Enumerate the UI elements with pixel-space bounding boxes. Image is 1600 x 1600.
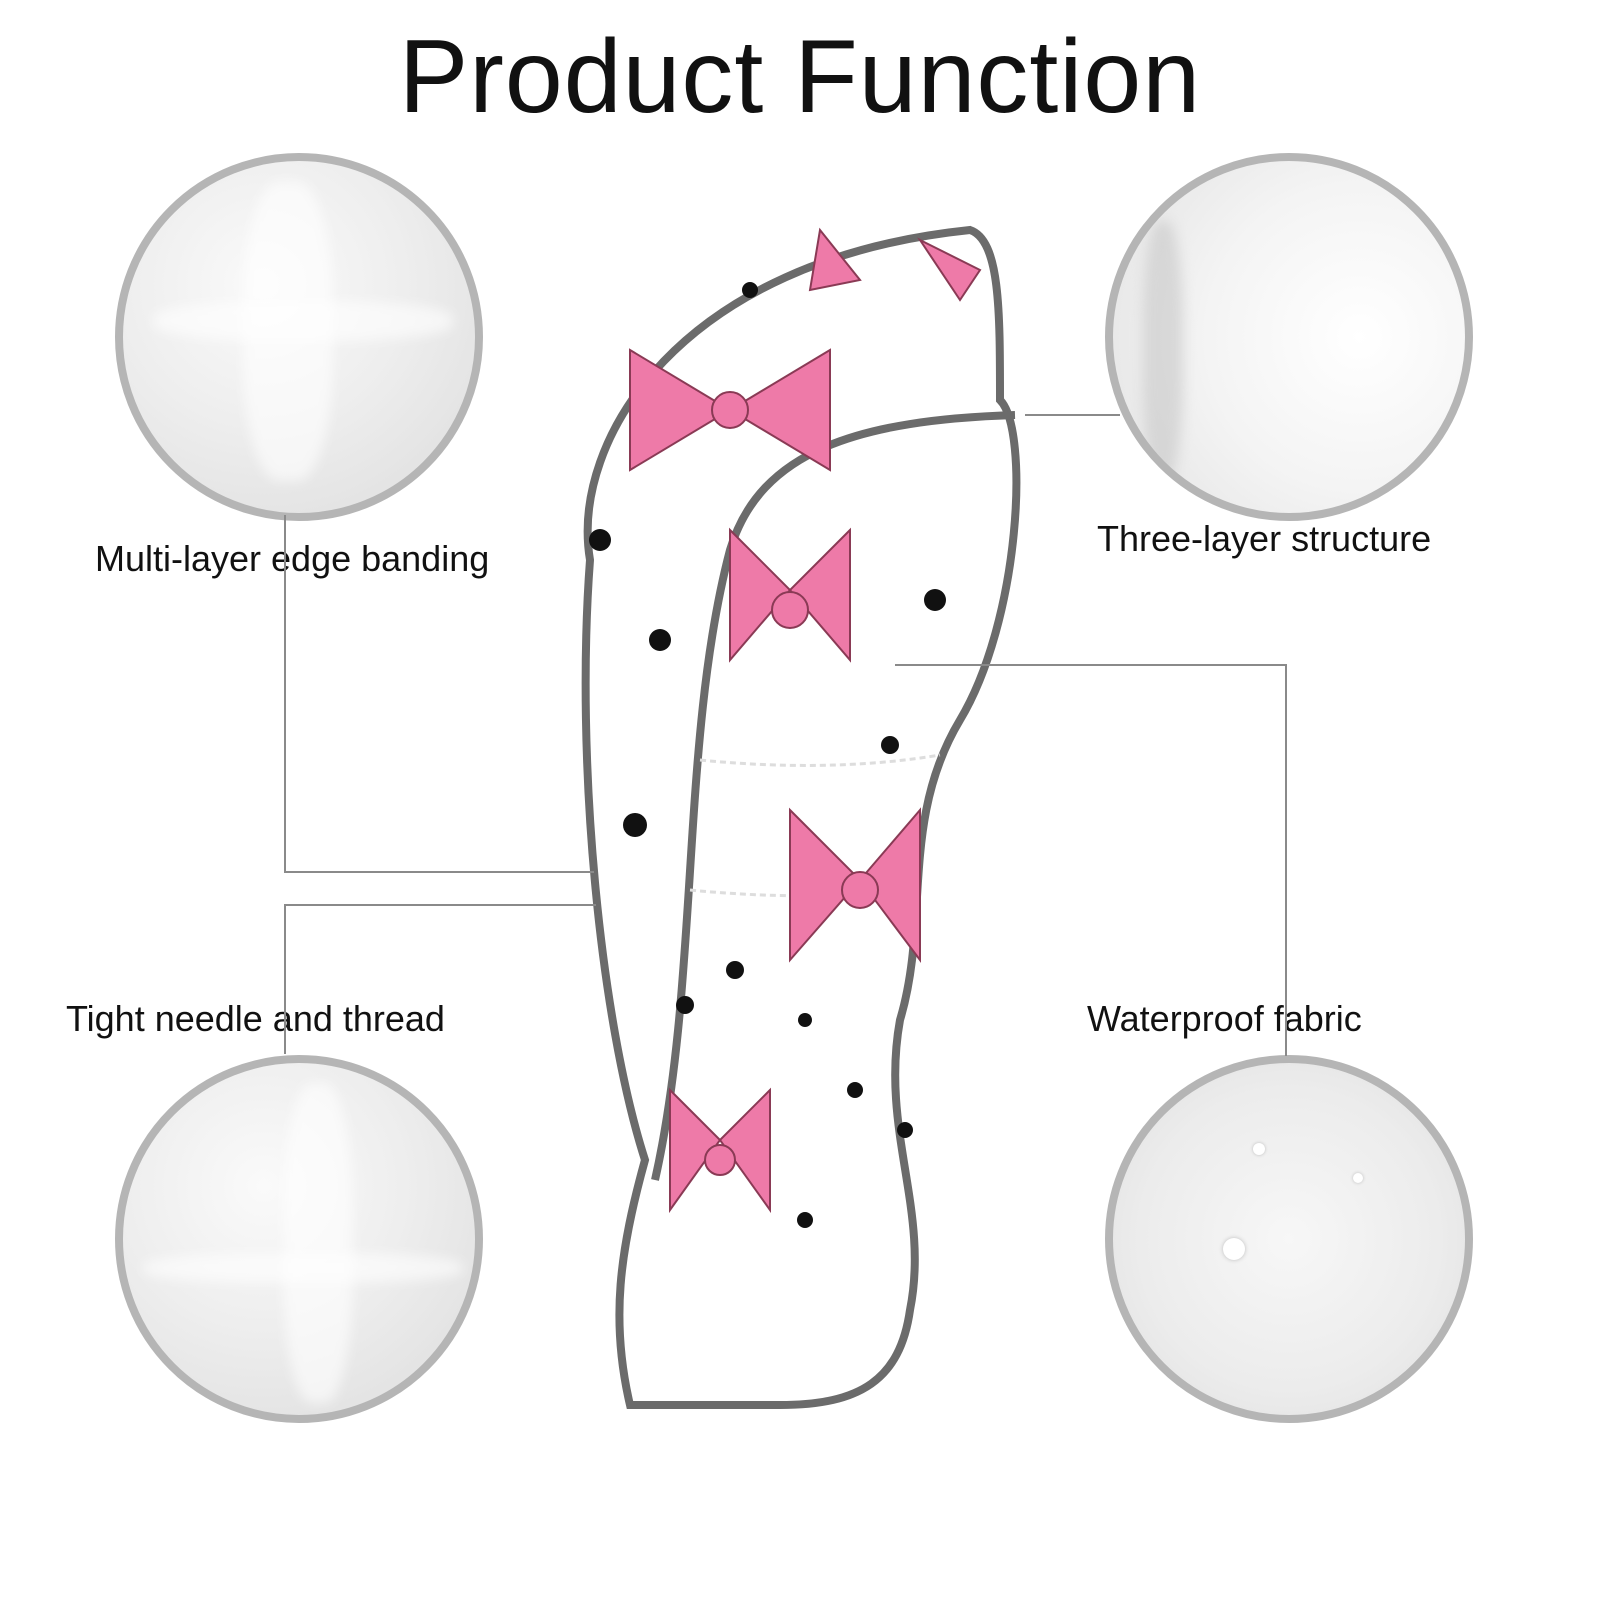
- connector-waterproof-v: [1285, 664, 1287, 1056]
- label-waterproof: Waterproof fabric: [1087, 998, 1362, 1039]
- polka-dots: [589, 282, 946, 1228]
- label-three-layer: Three-layer structure: [1097, 518, 1432, 559]
- connector-edge-banding-v: [284, 515, 286, 873]
- connector-needle-h: [284, 904, 596, 906]
- detail-circle-edge-banding: [115, 153, 483, 521]
- golf-headcover-image: [581, 225, 1021, 1409]
- connector-waterproof-h: [895, 664, 1287, 666]
- page-title: Product Function: [398, 19, 1202, 135]
- headcover-body: [581, 225, 1021, 1409]
- detail-circle-needle-thread: [115, 1055, 483, 1423]
- label-edge-banding: Multi-layer edge banding: [95, 538, 490, 579]
- label-needle-thread: Tight needle and thread: [66, 998, 445, 1039]
- detail-circle-waterproof: [1105, 1055, 1473, 1423]
- connector-needle-v: [284, 904, 286, 1054]
- connector-edge-banding-h: [284, 871, 594, 873]
- bow-pattern: [629, 227, 982, 1214]
- connector-three-layer: [1025, 414, 1120, 416]
- detail-circle-three-layer: [1105, 153, 1473, 521]
